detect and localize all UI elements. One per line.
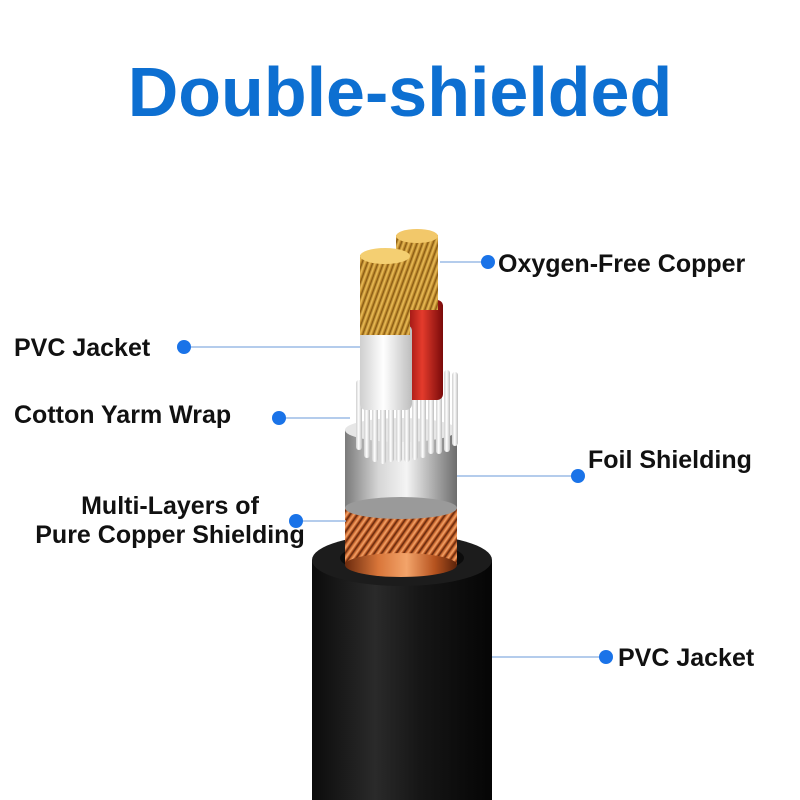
callout-dot-cotton-yarn	[272, 411, 286, 425]
label-oxygen-free-copper: Oxygen-Free Copper	[498, 250, 746, 278]
label-foil-shielding: Foil Shielding	[588, 446, 752, 474]
label-copper-shielding-line1: Multi-Layers of	[81, 492, 259, 520]
white-conductor	[360, 248, 412, 410]
callout-dot-pvc-jacket-inner	[177, 340, 191, 354]
label-pvc-jacket-inner: PVC Jacket	[14, 334, 151, 362]
copper-braid-shielding	[345, 495, 457, 577]
callout-dot-copper-shield	[289, 514, 303, 528]
label-copper-shielding: Multi-Layers of Pure Copper Shielding	[14, 492, 326, 550]
label-pvc-jacket-outer: PVC Jacket	[618, 644, 755, 672]
callout-dot-pvc-jacket-outer	[599, 650, 613, 664]
callout-dot-foil	[571, 469, 585, 483]
diagram-title: Double-shielded	[127, 53, 673, 131]
label-cotton-yarn-wrap: Cotton Yarm Wrap	[14, 401, 232, 429]
label-copper-shielding-line2: Pure Copper Shielding	[35, 520, 305, 549]
leader-lines	[184, 261, 606, 658]
callout-dot-oxygen-free-copper	[481, 255, 495, 269]
